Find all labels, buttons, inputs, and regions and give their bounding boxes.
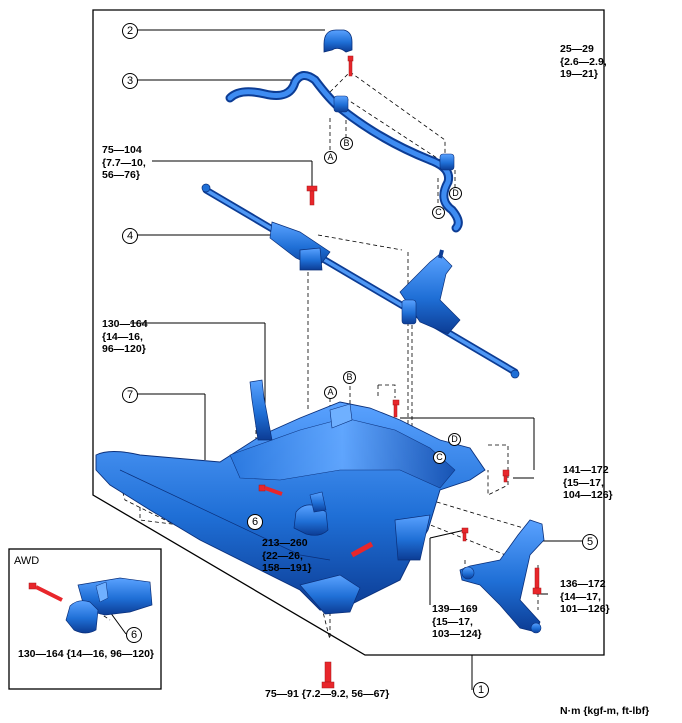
- letter-d-lower: D: [448, 433, 461, 446]
- steering-gear-part: [201, 183, 520, 379]
- letter-a-upper: A: [324, 151, 337, 164]
- letter-d-upper: D: [449, 187, 462, 200]
- lower-arm-part: [459, 519, 545, 634]
- torque-label-awd: 130—164 {14—16, 96—120}: [18, 648, 155, 660]
- crossmember-mount-part: [293, 491, 329, 536]
- torque-label-steering: 75—104 {7.7—10, 56—76}: [102, 144, 146, 181]
- bolt-mid: [350, 541, 374, 558]
- awd-label: AWD: [14, 555, 40, 567]
- stabilizer-bar-part: [225, 71, 463, 233]
- bolt-awd: [28, 582, 63, 602]
- bolt-stabilizer: [347, 55, 354, 77]
- stabilizer-bushing-part: [323, 29, 353, 53]
- callout-1: 1: [473, 682, 489, 698]
- torque-label-arm-rear: 139—169 {15—17, 103—124}: [432, 603, 482, 640]
- letter-b-upper: B: [340, 137, 353, 150]
- torque-label-bottom: 75—91 {7.2—9.2, 56—67}: [265, 688, 390, 700]
- bolt-arm-front: [532, 567, 542, 595]
- torque-label-stabilizer: 25—29 {2.6—2.9, 19—21}: [560, 43, 607, 80]
- callout-3: 3: [122, 73, 138, 89]
- letter-b-lower: B: [343, 371, 356, 384]
- letter-c-upper: C: [432, 206, 445, 219]
- bolt-bottom: [321, 661, 335, 689]
- bolts: [28, 55, 542, 689]
- main-frame-outline: [92, 9, 605, 656]
- callout-6: 6: [247, 514, 263, 530]
- callout-7: 7: [122, 387, 138, 403]
- units-label: N·m {kgf-m, ft-lbf}: [560, 705, 650, 717]
- front-crossmember-part: [95, 379, 486, 615]
- bolt-steering: [306, 185, 318, 206]
- awd-inset-box: [8, 548, 162, 690]
- bolt-crossmember-front: [258, 484, 283, 496]
- bolt-lower-right: [502, 469, 510, 483]
- callout-5: 5: [582, 534, 598, 550]
- callout-2: 2: [122, 23, 138, 39]
- callout-4: 4: [122, 228, 138, 244]
- letter-c-lower: C: [433, 451, 446, 464]
- torque-label-upper-right: 141—172 {15—17, 104—126}: [563, 464, 613, 501]
- callout-6-awd: 6: [126, 627, 142, 643]
- torque-label-mid: 213—260 {22—26, 158—191}: [262, 537, 312, 574]
- letter-a-lower: A: [324, 386, 337, 399]
- torque-label-crossmember-front: 130—164 {14—16, 96—120}: [102, 318, 148, 355]
- torque-label-arm-front: 136—172 {14—17, 101—126}: [560, 578, 610, 615]
- bolt-upper-right: [392, 399, 400, 418]
- bolt-arm-rear: [461, 527, 469, 542]
- awd-inset-part: [65, 577, 153, 634]
